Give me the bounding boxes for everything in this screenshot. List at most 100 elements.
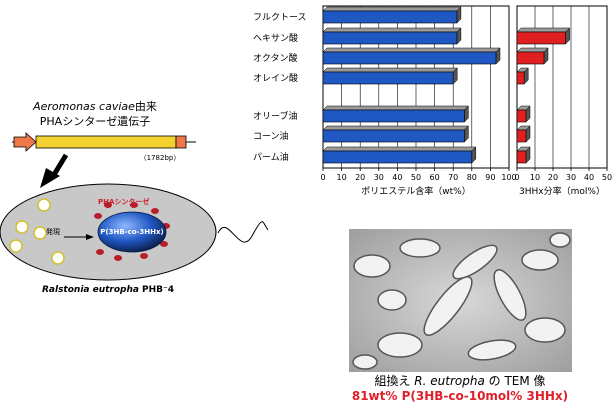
category-label: パーム油 [253, 151, 289, 163]
hhx-bar [516, 105, 531, 123]
expression-arrow [40, 153, 69, 188]
enzyme-dot [160, 241, 168, 247]
empty-granule [33, 226, 47, 240]
tem-micrograph [349, 229, 572, 372]
category-label: ヘキサン酸 [253, 33, 298, 44]
bar-face [322, 109, 465, 123]
chart-3hhx-fraction: 0 10 20 30 40 50 3HHx分率（mol%） [514, 5, 612, 197]
category-label: フルクトース [253, 12, 307, 23]
empty-granule [9, 239, 23, 253]
bar-top [322, 67, 458, 73]
polyester-bar [322, 27, 462, 45]
enzyme-dot [140, 253, 148, 259]
bar-face [322, 10, 458, 24]
gene-title: Aeromonas caviae由来 [32, 99, 157, 113]
expression-arrowhead [86, 234, 94, 240]
bar-top [322, 6, 462, 12]
tick-label: 20 [548, 173, 558, 182]
hhx-bar [516, 27, 571, 45]
tem-cell [353, 254, 391, 278]
bar-face [516, 150, 527, 164]
tem-cell [377, 332, 423, 358]
promoter-arrow [13, 132, 37, 152]
arrow-head [40, 168, 60, 188]
polymer-granule [97, 211, 167, 253]
expression-label: 発現 [46, 227, 60, 236]
tick-label: 50 [411, 173, 421, 182]
enzyme-label: PHAシンターゼ [98, 197, 149, 206]
tick-label: 40 [584, 173, 594, 182]
tem-cell [423, 276, 473, 336]
tick-label: 50 [602, 173, 612, 182]
bar-top [322, 146, 477, 152]
enzyme-dot [114, 255, 122, 261]
bar-top [322, 125, 469, 131]
tem-caption: 組換え R. eutropha の TEM 像 [374, 374, 545, 388]
tick-label: 10 [337, 173, 347, 182]
polyester-bar [322, 105, 469, 123]
tem-cell [467, 339, 517, 361]
enzyme-dot [94, 213, 102, 219]
tick-label: 10 [530, 173, 540, 182]
polyester-bar [322, 146, 477, 164]
tem-cell [399, 238, 441, 258]
enzyme-dot [130, 202, 138, 208]
bar-top [322, 47, 501, 53]
bar-face [516, 129, 527, 143]
bar-face [516, 109, 527, 123]
polyester-bar [322, 125, 469, 143]
category-label: オリーブ油 [253, 110, 297, 122]
tem-cell [452, 244, 498, 280]
tem-cell [352, 354, 378, 370]
bar-face [516, 51, 545, 65]
gene-subtitle: PHAシンターゼ遺伝子 [40, 114, 150, 128]
polyester-bar [322, 67, 458, 85]
tem-cell [493, 269, 527, 321]
tick-label: 60 [430, 173, 440, 182]
bar-top [322, 105, 469, 111]
tem-cell [549, 232, 571, 248]
hhx-bar [516, 47, 549, 65]
enzyme-dot [104, 202, 112, 208]
bar-face [322, 31, 458, 45]
x-axis-label-polyester: ポリエステル含率（wt%） [361, 185, 470, 197]
bar-face [322, 150, 473, 164]
hhx-bar [516, 125, 531, 143]
tick-label: 100 [501, 173, 516, 182]
bar-face [322, 71, 454, 85]
flagellum [217, 221, 269, 243]
gene-diagram: Aeromonas caviae由来 PHAシンターゼ遺伝子 （1782bp） [12, 99, 196, 162]
enzyme-dot [151, 208, 159, 214]
gene-body [35, 135, 177, 149]
tem-caption-composition: 81wt% P(3HB-co-10mol% 3HHx) [352, 389, 568, 403]
category-label: オレイン酸 [253, 73, 298, 84]
tick-label: 30 [566, 173, 576, 182]
bar-top [516, 47, 549, 53]
tick-label: 0 [514, 173, 519, 182]
empty-granule [37, 198, 51, 212]
tick-label: 30 [374, 173, 384, 182]
granule-label: P(3HB-co-3HHx) [100, 228, 163, 236]
x-axis-label-hhx: 3HHx分率（mol%） [519, 185, 605, 197]
tem-cells [352, 232, 571, 370]
polyester-bar [322, 47, 501, 65]
bar-top [322, 27, 462, 33]
cell-diagram: PHAシンターゼ 発現 P(3HB-co-3HHx) [0, 183, 269, 281]
gene-size: （1782bp） [140, 154, 181, 162]
enzyme-dot [96, 249, 104, 255]
bar-face [516, 31, 566, 45]
terminator-box [175, 135, 187, 149]
category-label: コーン油 [253, 130, 289, 142]
empty-granule [15, 220, 29, 234]
bar-top [516, 27, 571, 33]
tick-label: 80 [467, 173, 477, 182]
tem-cell [521, 249, 559, 271]
hhx-bar [516, 67, 529, 85]
bar-face [516, 71, 525, 85]
tick-label: 20 [355, 173, 365, 182]
tem-cell [524, 317, 566, 343]
